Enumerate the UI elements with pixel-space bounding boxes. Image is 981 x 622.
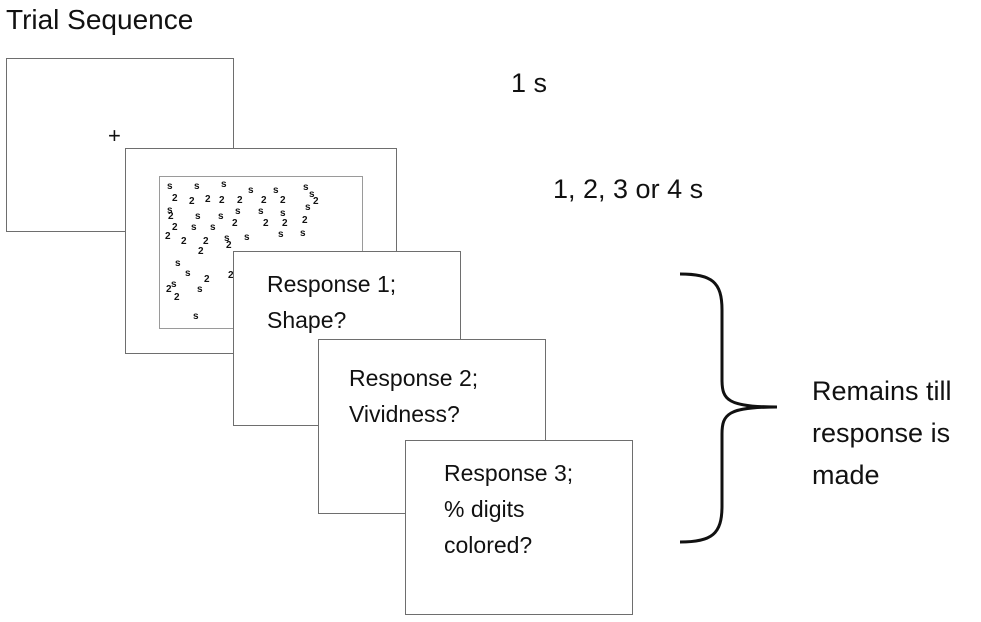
response-screen-3: Response 3; % digits colored? — [405, 440, 633, 615]
response-2-prompt: Response 2; Vividness? — [349, 365, 479, 427]
stimulus-digit: s — [300, 228, 306, 239]
curly-brace — [679, 272, 778, 544]
stimulus-digit: 2 — [263, 218, 269, 229]
stimulus-digit: s — [191, 222, 197, 233]
stimulus-digit: s — [195, 211, 201, 222]
stimulus-digit: 2 — [168, 211, 174, 222]
stimulus-digit: s — [185, 268, 191, 279]
response-1-prompt: Response 1; Shape? — [267, 271, 397, 333]
stimulus-digit: 2 — [172, 193, 178, 204]
stimulus-digit: s — [303, 182, 309, 193]
stimulus-digit: 2 — [166, 284, 172, 295]
remains-annotation: Remains till response is made — [812, 376, 952, 490]
stimulus-digit: s — [167, 205, 173, 216]
stimulus-digit: s — [248, 185, 254, 196]
stimulus-digit: 2 — [165, 231, 171, 242]
stimulus-digit: s — [273, 185, 279, 196]
stimulus-digit: s — [171, 279, 177, 290]
stimulus-duration-label: 1, 2, 3 or 4 s — [553, 174, 704, 204]
stimulus-digit: s — [278, 229, 284, 240]
diagram-title: Trial Sequence — [6, 4, 194, 35]
stimulus-digit: s — [224, 233, 230, 244]
stimulus-digit: s — [280, 208, 286, 219]
stimulus-digit: s — [194, 181, 200, 192]
stimulus-digit: s — [258, 206, 264, 217]
fixation-screen: + — [6, 58, 234, 232]
stimulus-digit: s — [175, 258, 181, 269]
stimulus-digit: 2 — [282, 218, 288, 229]
stimulus-digit: 2 — [203, 236, 209, 247]
fixation-cross: + — [108, 123, 121, 148]
stimulus-digit: 2 — [205, 194, 211, 205]
stimulus-digit: 2 — [172, 222, 178, 233]
stimulus-digit: 2 — [302, 215, 308, 226]
stimulus-digit: 2 — [226, 240, 232, 251]
response-screen-2: Response 2; Vividness? — [318, 339, 546, 514]
response-3-prompt: Response 3; % digits colored? — [444, 460, 574, 558]
stimulus-digit: s — [244, 232, 250, 243]
stimulus-digit: s — [305, 202, 311, 213]
stimulus-digit: 2 — [280, 195, 286, 206]
stimulus-digit: 2 — [219, 195, 225, 206]
stimulus-digit: 2 — [181, 236, 187, 247]
stimulus-digit: s — [309, 189, 315, 200]
stimulus-digit: 2 — [198, 246, 204, 257]
stimulus-digit: 2 — [232, 218, 238, 229]
stimulus-digit: s — [218, 211, 224, 222]
stimulus-digit: s — [210, 222, 216, 233]
fixation-duration-label: 1 s — [511, 68, 548, 98]
stimulus-digit: 2 — [189, 196, 195, 207]
stimulus-digit: 2 — [174, 292, 180, 303]
stimulus-digit: 2 — [313, 196, 319, 207]
stimulus-digit: 2 — [237, 195, 243, 206]
stimulus-digit: s — [167, 181, 173, 192]
stimulus-digit: 2 — [228, 270, 234, 281]
stimulus-digit: s — [197, 284, 203, 295]
stimulus-digit: 2 — [204, 274, 210, 285]
stimulus-digit: s — [221, 179, 227, 190]
stimulus-digit: s — [193, 311, 199, 322]
stimulus-digit: 2 — [261, 195, 267, 206]
stimulus-digit: s — [235, 206, 241, 217]
